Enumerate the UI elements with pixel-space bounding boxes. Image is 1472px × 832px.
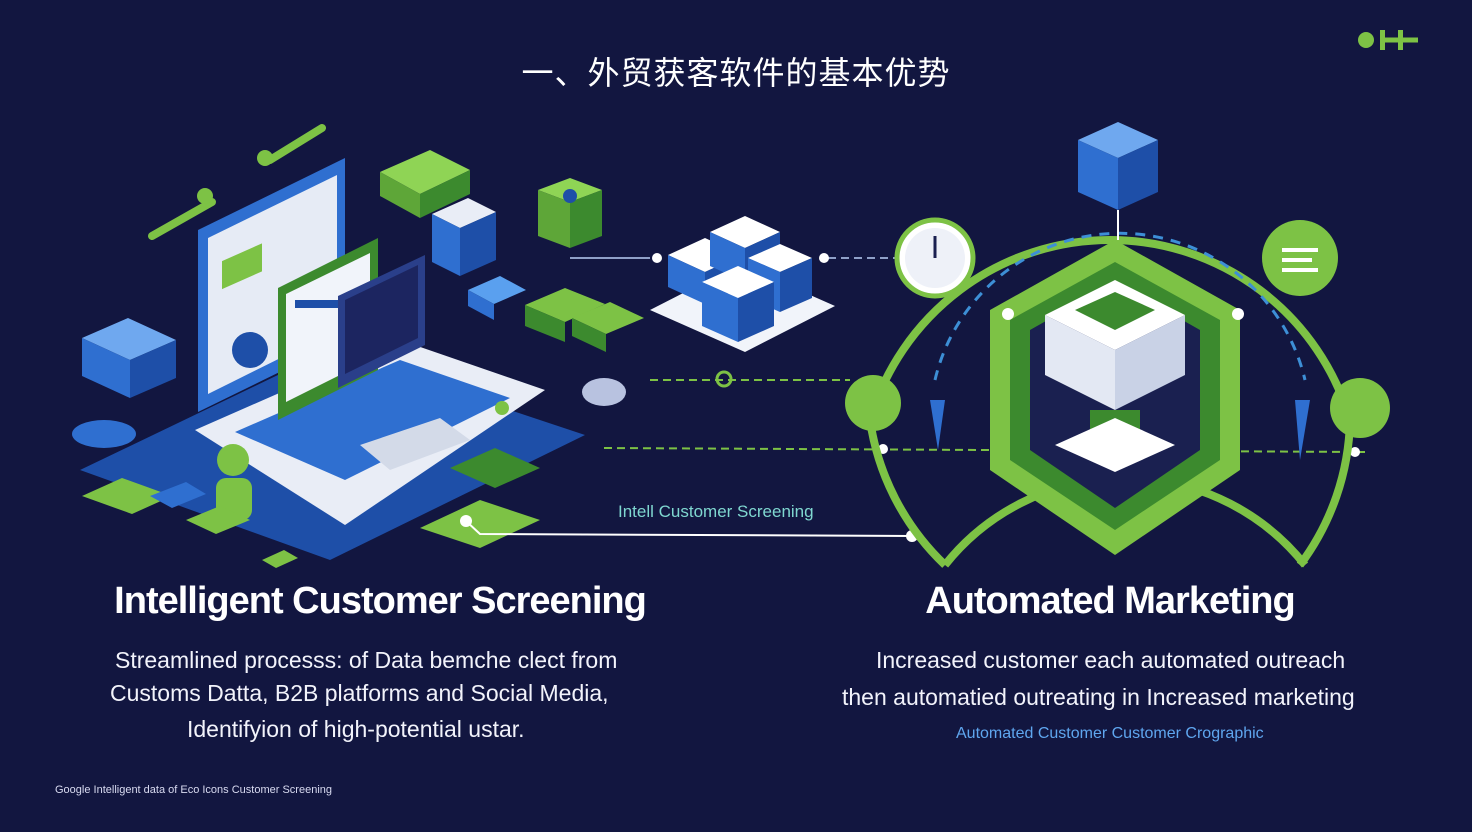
footnote: Google Intelligent data of Eco Icons Cus…: [55, 784, 332, 796]
automation-hub-illustration: [845, 122, 1390, 568]
oh-logo-icon: [1358, 30, 1418, 50]
left-description-line: Identifyion of high-potential ustar.: [187, 716, 525, 742]
right-description-line: Increased customer each automated outrea…: [876, 647, 1346, 673]
server-cluster-illustration: [460, 178, 1366, 542]
left-heading: Intelligent Customer Screening: [114, 580, 647, 622]
page-title: 一、外贸获客软件的基本优势: [521, 54, 951, 92]
right-caption: Automated Customer Customer Crographic: [956, 725, 1264, 742]
laptop-illustration: [72, 124, 585, 568]
right-heading: Automated Marketing: [925, 580, 1295, 622]
left-description-line: Customs Datta, B2B platforms and Social …: [110, 680, 609, 706]
left-description-line: Streamlined processs: of Data bemche cle…: [115, 647, 618, 673]
connector-label: Intell Customer Screening: [618, 502, 814, 521]
right-description-line: then automatied outreating in Increased …: [842, 684, 1355, 710]
